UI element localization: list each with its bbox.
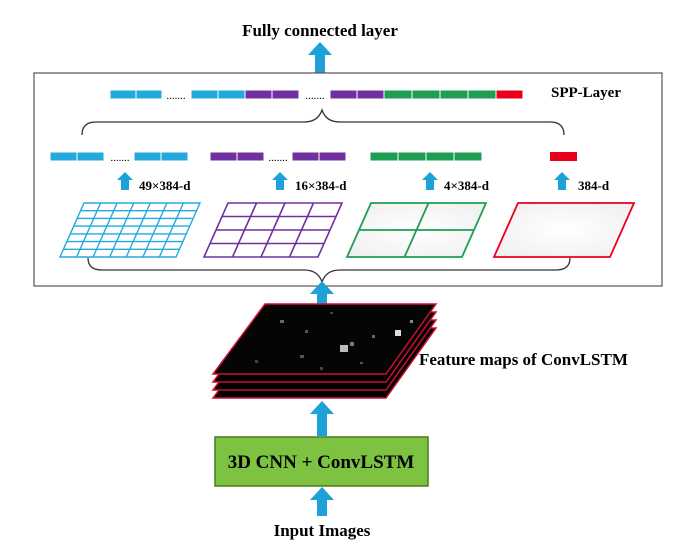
svg-text:.......: ....... (268, 152, 288, 164)
cnn-convlstm-box (214, 436, 429, 487)
pool-grid-1x1 (492, 202, 636, 258)
pool-dim-3: 4×384-d (444, 178, 490, 193)
pool-grid-7x7 (58, 202, 202, 258)
input-images-label: Input Images (274, 521, 371, 540)
spp-layer-label: SPP-Layer (551, 85, 621, 101)
arrow-up-icon (554, 172, 570, 190)
pool-dim-1: 49×384-d (139, 178, 191, 193)
feature-map-stack (211, 303, 438, 399)
arrow-up-icon (310, 281, 334, 318)
svg-text:.......: ....... (110, 152, 130, 164)
upper-brace (81, 107, 565, 136)
svg-text:.......: ....... (305, 90, 325, 102)
arrow-up-icon (117, 172, 133, 190)
cnn-convlstm-label: 3D CNN + ConvLSTM (228, 452, 415, 473)
pool-dim-4: 384-d (578, 178, 610, 193)
fc-layer-title: Fully connected layer (242, 21, 398, 40)
concatenated-vector: ....... ....... (109, 89, 524, 102)
arrow-up-icon (422, 172, 438, 190)
svg-text:.......: ....... (166, 90, 186, 102)
arrow-up-icon (310, 401, 334, 436)
pooled-vectors: ....... ....... (49, 151, 577, 164)
arrow-up-icon (308, 42, 332, 73)
pool-grid-4x4 (202, 202, 344, 258)
arrow-up-icon (272, 172, 288, 190)
pool-grid-2x2 (345, 202, 488, 258)
arrow-up-icon (310, 487, 334, 516)
feature-maps-label: Feature maps of ConvLSTM (419, 350, 628, 369)
pool-dim-2: 16×384-d (295, 178, 347, 193)
